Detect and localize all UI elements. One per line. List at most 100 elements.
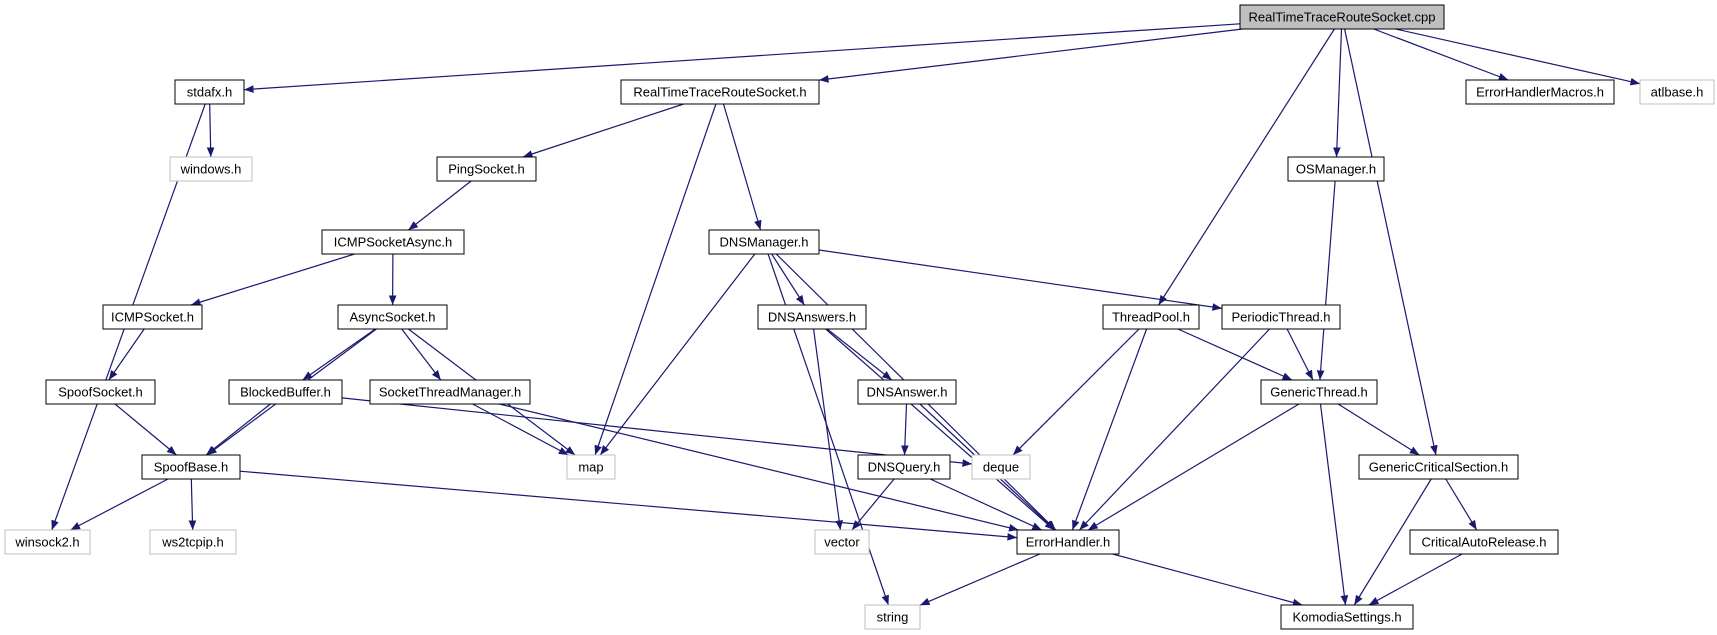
node-box: [566, 454, 616, 480]
node-box: [337, 304, 448, 330]
node-vector[interactable]: vector: [814, 529, 870, 555]
node-spoofsocket[interactable]: SpoofSocket.h: [45, 379, 156, 405]
node-label: DNSAnswer.h: [867, 385, 948, 400]
node-critauto[interactable]: CriticalAutoRelease.h: [1409, 529, 1559, 555]
node-label: DNSManager.h: [720, 235, 809, 250]
node-dnsquery[interactable]: DNSQuery.h: [857, 454, 951, 480]
node-label: ThreadPool.h: [1112, 310, 1190, 325]
node-box: [708, 229, 820, 255]
edge-dnsquery-to-vector: [851, 478, 895, 531]
edge-root-to-errmacros: [1373, 28, 1509, 81]
edge-root-to-threadpool: [1158, 28, 1335, 306]
node-deque[interactable]: deque: [971, 454, 1031, 480]
node-dnsanswers[interactable]: DNSAnswers.h: [757, 304, 867, 330]
node-label: GenericCriticalSection.h: [1369, 460, 1508, 475]
node-box: [1016, 529, 1120, 555]
node-label: SpoofSocket.h: [58, 385, 143, 400]
node-label: deque: [983, 460, 1019, 475]
node-atlbase[interactable]: atlbase.h: [1639, 79, 1715, 105]
node-box: [1221, 304, 1341, 330]
edge-root-to-gencrit: [1344, 28, 1438, 456]
node-errorhandler[interactable]: ErrorHandler.h: [1016, 529, 1120, 555]
node-label: SpoofBase.h: [154, 460, 228, 475]
node-threadpool[interactable]: ThreadPool.h: [1102, 304, 1200, 330]
node-stdafx[interactable]: stdafx.h: [174, 79, 245, 105]
node-label: RealTimeTraceRouteSocket.cpp: [1249, 10, 1436, 25]
node-windows[interactable]: windows.h: [169, 156, 253, 182]
edge-spoofbase-to-errorhandler: [239, 470, 1018, 541]
node-box: [857, 379, 957, 405]
edge-asyncsocket-to-sockthreadmgr: [401, 328, 442, 381]
node-box: [1639, 79, 1715, 105]
edge-spoofbase-to-ws2tcpip: [188, 478, 197, 531]
node-label: SocketThreadManager.h: [379, 385, 521, 400]
node-box: [369, 379, 531, 405]
node-errmacros[interactable]: ErrorHandlerMacros.h: [1465, 79, 1615, 105]
node-box: [228, 379, 343, 405]
node-label: atlbase.h: [1651, 85, 1704, 100]
node-box: [620, 79, 820, 105]
edge-threadpool-to-deque: [1012, 328, 1140, 456]
edge-icmpasync-to-icmpsocket: [190, 253, 355, 306]
edge-spoofbase-to-winsock2: [70, 478, 169, 531]
edge-dnsmanager-to-map: [599, 253, 756, 456]
node-spoofbase[interactable]: SpoofBase.h: [141, 454, 241, 480]
node-string[interactable]: string: [864, 604, 921, 630]
edge-dnsquery-to-errorhandler: [929, 478, 1043, 531]
node-genericthread[interactable]: GenericThread.h: [1260, 379, 1378, 405]
node-sockthreadmgr[interactable]: SocketThreadManager.h: [369, 379, 531, 405]
node-osmanager[interactable]: OSManager.h: [1287, 156, 1385, 182]
node-label: ErrorHandler.h: [1026, 535, 1111, 550]
node-icmpasync[interactable]: ICMPSocketAsync.h: [321, 229, 465, 255]
node-winsock2[interactable]: winsock2.h: [4, 529, 91, 555]
node-box: [1239, 4, 1445, 30]
node-label: RealTimeTraceRouteSocket.h: [633, 85, 806, 100]
node-komodia[interactable]: KomodiaSettings.h: [1280, 604, 1414, 630]
edge-icmpsocket-to-spoofsocket: [108, 328, 145, 381]
edge-genericthread-to-komodia: [1319, 403, 1349, 606]
node-box: [169, 156, 253, 182]
node-box: [1260, 379, 1378, 405]
node-dnsanswer[interactable]: DNSAnswer.h: [857, 379, 957, 405]
edge-periodic-to-errorhandler: [1078, 328, 1271, 531]
node-blockedbuf[interactable]: BlockedBuffer.h: [228, 379, 343, 405]
node-box: [814, 529, 870, 555]
node-map[interactable]: map: [566, 454, 616, 480]
edge-rtrs_h-to-map: [594, 103, 717, 456]
edge-sockthreadmgr-to-errorhandler: [499, 403, 1019, 532]
edge-root-to-osmanager: [1333, 28, 1343, 158]
node-label: ICMPSocketAsync.h: [334, 235, 453, 250]
node-label: AsyncSocket.h: [350, 310, 436, 325]
edge-critauto-to-komodia: [1368, 553, 1463, 606]
node-label: ErrorHandlerMacros.h: [1476, 85, 1604, 100]
node-periodic[interactable]: PeriodicThread.h: [1221, 304, 1341, 330]
node-root[interactable]: RealTimeTraceRouteSocket.cpp: [1239, 4, 1445, 30]
edge-spoofsocket-to-spoofbase: [114, 403, 177, 456]
node-icmpsocket[interactable]: ICMPSocket.h: [102, 304, 203, 330]
node-rtrs_h[interactable]: RealTimeTraceRouteSocket.h: [620, 79, 820, 105]
edge-root-to-stdafx: [243, 23, 1241, 93]
node-ws2tcpip[interactable]: ws2tcpip.h: [149, 529, 237, 555]
nodes-layer: RealTimeTraceRouteSocket.cpp stdafx.h Real…: [4, 4, 1715, 630]
node-box: [757, 304, 867, 330]
node-label: stdafx.h: [187, 85, 233, 100]
node-dnsmanager[interactable]: DNSManager.h: [708, 229, 820, 255]
node-gencrit[interactable]: GenericCriticalSection.h: [1358, 454, 1519, 480]
node-box: [1287, 156, 1385, 182]
node-box: [1409, 529, 1559, 555]
edge-dnsanswer-to-dnsquery: [901, 403, 909, 456]
edge-dnsanswers-to-vector: [813, 328, 843, 531]
node-label: PeriodicThread.h: [1232, 310, 1331, 325]
edge-rtrs_h-to-dnsmanager: [722, 103, 762, 231]
node-label: GenericThread.h: [1270, 385, 1368, 400]
node-label: ICMPSocket.h: [111, 310, 194, 325]
edge-errorhandler-to-komodia: [1112, 553, 1303, 607]
node-label: map: [578, 460, 603, 475]
node-box: [102, 304, 203, 330]
node-pingsocket[interactable]: PingSocket.h: [436, 156, 537, 182]
node-asyncsocket[interactable]: AsyncSocket.h: [337, 304, 448, 330]
edge-asyncsocket-to-blockedbuf: [302, 328, 376, 381]
node-box: [1102, 304, 1200, 330]
node-box: [436, 156, 537, 182]
edge-periodic-to-genericthread: [1286, 328, 1314, 381]
